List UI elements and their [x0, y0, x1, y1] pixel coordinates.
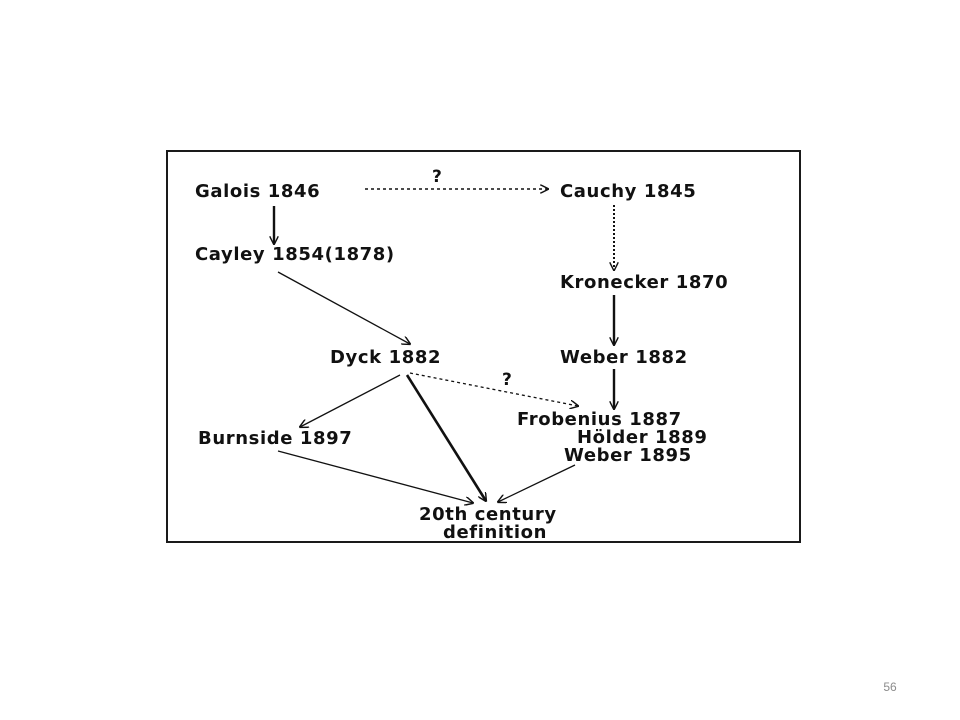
node-cauchy: Cauchy 1845	[560, 181, 696, 202]
edge-dyck-burnside	[300, 374, 401, 427]
uncertain-label-galois-cauchy: ?	[432, 167, 442, 187]
edge-cayley-dyck	[277, 271, 410, 344]
edge-burnside-definition	[277, 450, 473, 503]
node-dyck: Dyck 1882	[330, 347, 441, 368]
node-holder: Hölder 1889	[577, 427, 708, 448]
node-weber-1882: Weber 1882	[560, 347, 688, 368]
node-definition-line1: 20th century	[419, 504, 557, 525]
node-kronecker: Kronecker 1870	[560, 272, 728, 293]
edge-weber-1895-definition	[498, 464, 576, 502]
node-cayley: Cayley 1854(1878)	[195, 244, 395, 265]
uncertain-label-dyck-frobenius: ?	[502, 370, 512, 390]
page-number: 56	[883, 680, 897, 694]
node-galois: Galois 1846	[195, 181, 320, 202]
node-burnside: Burnside 1897	[198, 428, 352, 449]
node-weber-1895: Weber 1895	[564, 445, 692, 466]
edge-dyck-frobenius	[409, 372, 578, 406]
edge-dyck-definition	[405, 374, 486, 501]
node-frobenius: Frobenius 1887	[517, 409, 682, 430]
node-definition-line2: definition	[443, 522, 547, 543]
diagram-frame	[166, 150, 801, 543]
